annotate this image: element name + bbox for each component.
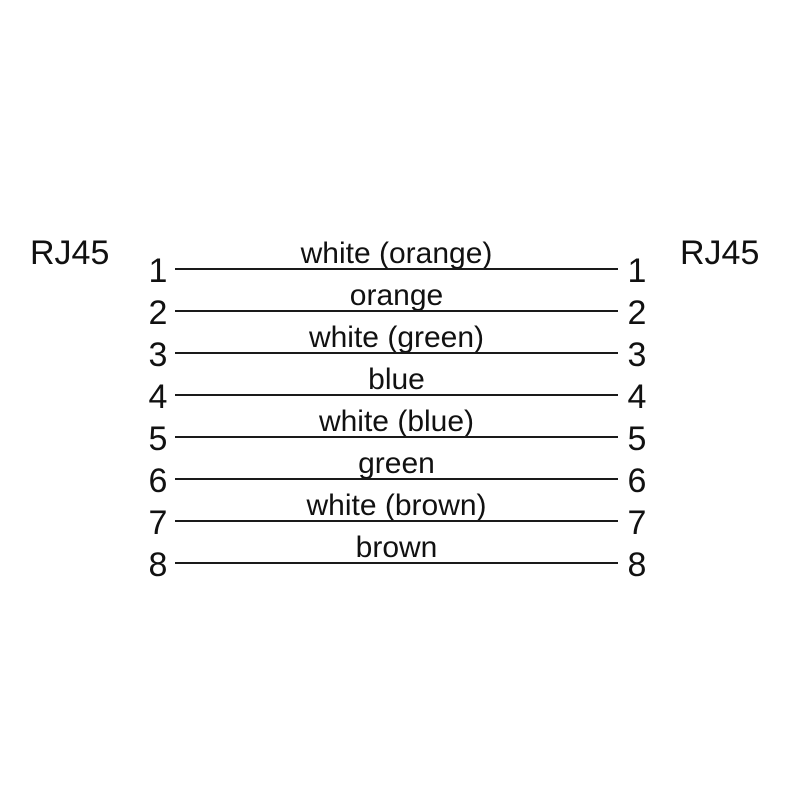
wire-row: 4 blue 4	[145, 354, 650, 415]
wire-row: 8 brown 8	[145, 522, 650, 583]
pin-number-right: 2	[627, 294, 647, 332]
wire-color-label: white (brown)	[306, 489, 487, 522]
wire-row: 5 white (blue) 5	[145, 396, 650, 457]
pin-number-left: 3	[148, 336, 168, 374]
wire-line	[175, 352, 618, 354]
wire-row: 2 orange 2	[145, 270, 650, 331]
wire-color-label: white (orange)	[300, 237, 493, 270]
pin-number-right: 5	[627, 420, 647, 458]
pin-number-right: 7	[627, 504, 647, 542]
wire-line	[175, 562, 618, 564]
pin-number-left: 8	[148, 546, 168, 584]
pin-number-right: 4	[627, 378, 647, 416]
wire-line	[175, 394, 618, 396]
pin-number-left: 6	[148, 462, 168, 500]
wire-line	[175, 268, 618, 270]
pin-number-right: 1	[627, 252, 647, 290]
connector-label-left: RJ45	[30, 234, 110, 272]
wire-color-label: blue	[368, 363, 425, 396]
connector-label-right: RJ45	[680, 234, 760, 272]
wire-color-label: white (blue)	[318, 405, 475, 438]
wire-row: 7 white (brown) 7	[145, 480, 650, 541]
pin-number-left: 2	[148, 294, 168, 332]
wire-row: 6 green 6	[145, 438, 650, 499]
pin-number-left: 5	[148, 420, 168, 458]
wire-color-label: white (green)	[308, 321, 485, 354]
wire-color-label: orange	[349, 279, 444, 312]
wire-row: 1 white (orange) 1	[145, 228, 650, 289]
pin-number-right: 6	[627, 462, 647, 500]
pin-number-right: 8	[627, 546, 647, 584]
wire-line	[175, 520, 618, 522]
wire-color-label: brown	[355, 531, 438, 564]
pin-number-left: 7	[148, 504, 168, 542]
pin-number-right: 3	[627, 336, 647, 374]
wire-row: 3 white (green) 3	[145, 312, 650, 373]
pin-number-left: 4	[148, 378, 168, 416]
wire-line	[175, 478, 618, 480]
wire-line	[175, 436, 618, 438]
pin-number-left: 1	[148, 252, 168, 290]
wire-color-label: green	[358, 447, 435, 480]
wire-line	[175, 310, 618, 312]
